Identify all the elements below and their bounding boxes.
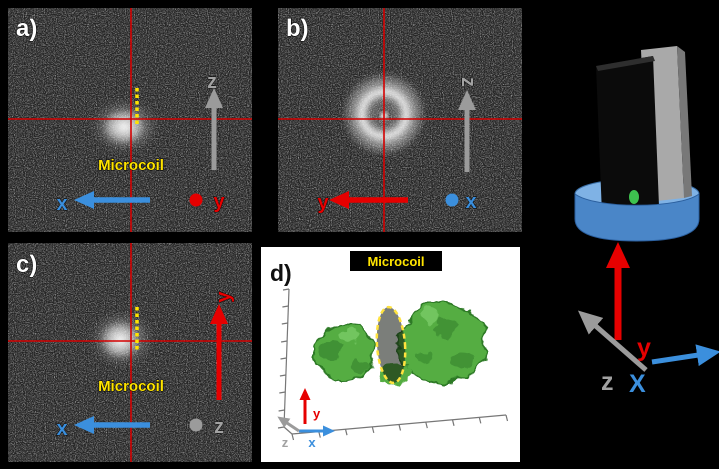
probe-front-face [596, 56, 659, 214]
inset-y-axis-label: y [637, 334, 651, 362]
x-axis-label-c: x [56, 418, 67, 440]
x-axis-label-a: x [56, 193, 67, 215]
inset-z-axis-arrow [577, 310, 648, 372]
panel-d-letter: d) [270, 260, 292, 286]
y-axis-out-of-plane-dot-a [189, 193, 203, 207]
probe-top-edge [596, 56, 655, 71]
signal-blob-c [100, 321, 140, 359]
panel-a-letter: a) [16, 15, 37, 42]
microcoil-label-c: Microcoil [98, 378, 164, 395]
panel-c: c) Microcoil y x z [8, 243, 252, 462]
probe-side-edge [677, 46, 692, 198]
z-axis-out-of-plane-dot-c [189, 418, 203, 432]
panel-d: d) [261, 247, 520, 462]
microcoil-label-d: Microcoil [367, 254, 424, 269]
z-axis-label-b: z [457, 77, 479, 87]
y-axis-label-d: y [313, 406, 321, 421]
panel-c-letter: c) [16, 251, 37, 278]
dish-body [574, 193, 700, 242]
inset-z-axis-label: z [601, 368, 614, 396]
z-axis-label-a: z [207, 71, 217, 93]
microcoil-label-a: Microcoil [98, 157, 164, 174]
panel-b: b) z y x [278, 8, 522, 232]
signal-blob-a [102, 109, 146, 145]
microcoil-ellipse-d [375, 305, 407, 385]
y-axis-label-a: y [213, 191, 225, 213]
z-axis-label-d: z [282, 435, 289, 450]
x-axis-label-d: x [308, 435, 316, 450]
y-axis-label-b: y [317, 192, 329, 214]
microcoil-led-marker [629, 190, 639, 204]
inset-x-axis-arrow [651, 344, 719, 367]
inset-x-axis-label: X [629, 370, 646, 398]
z-axis-arrow-d [277, 416, 300, 433]
x-axis-label-b: x [465, 191, 476, 213]
x-axis-out-of-plane-dot-b [445, 193, 459, 207]
panel-a: a) Microcoil z x y [8, 8, 252, 232]
microcoil-label-box-d [350, 251, 442, 271]
z-axis-label-c: z [214, 416, 224, 438]
sample-illustration: y z X [574, 46, 719, 398]
panel-b-letter: b) [286, 15, 309, 42]
y-axis-label-c: y [213, 291, 235, 303]
